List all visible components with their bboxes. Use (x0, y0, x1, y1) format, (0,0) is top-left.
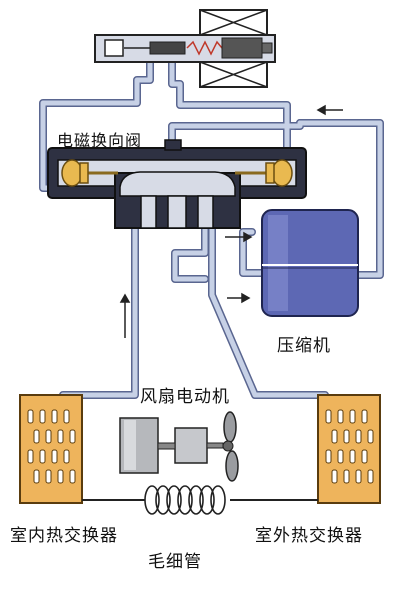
flow-arrows (119, 104, 343, 338)
indoor-exchanger-label: 室内热交换器 (10, 526, 118, 546)
fan-motor-label: 风扇电动机 (140, 387, 230, 407)
flow-arrow-valve-right (225, 231, 253, 243)
flow-arrow-indoor-up (119, 293, 131, 338)
capillary-label: 毛细管 (148, 552, 202, 572)
compressor (261, 209, 359, 317)
flow-arrow-top-right (316, 104, 343, 116)
reversing-valve-label: 电磁换向阀 (57, 131, 143, 150)
compressor-label: 压缩机 (277, 336, 331, 356)
pilot-solenoid (94, 9, 276, 88)
indoor-exchanger (19, 394, 83, 504)
reversing-valve (47, 139, 307, 229)
flow-arrow-compressor-in (227, 292, 251, 304)
capillary-tube (82, 485, 318, 515)
refrigerant-pipes (39, 56, 384, 399)
outdoor-exchanger (317, 394, 381, 504)
outdoor-exchanger-label: 室外热交换器 (255, 526, 363, 546)
fan-motor (119, 411, 239, 482)
